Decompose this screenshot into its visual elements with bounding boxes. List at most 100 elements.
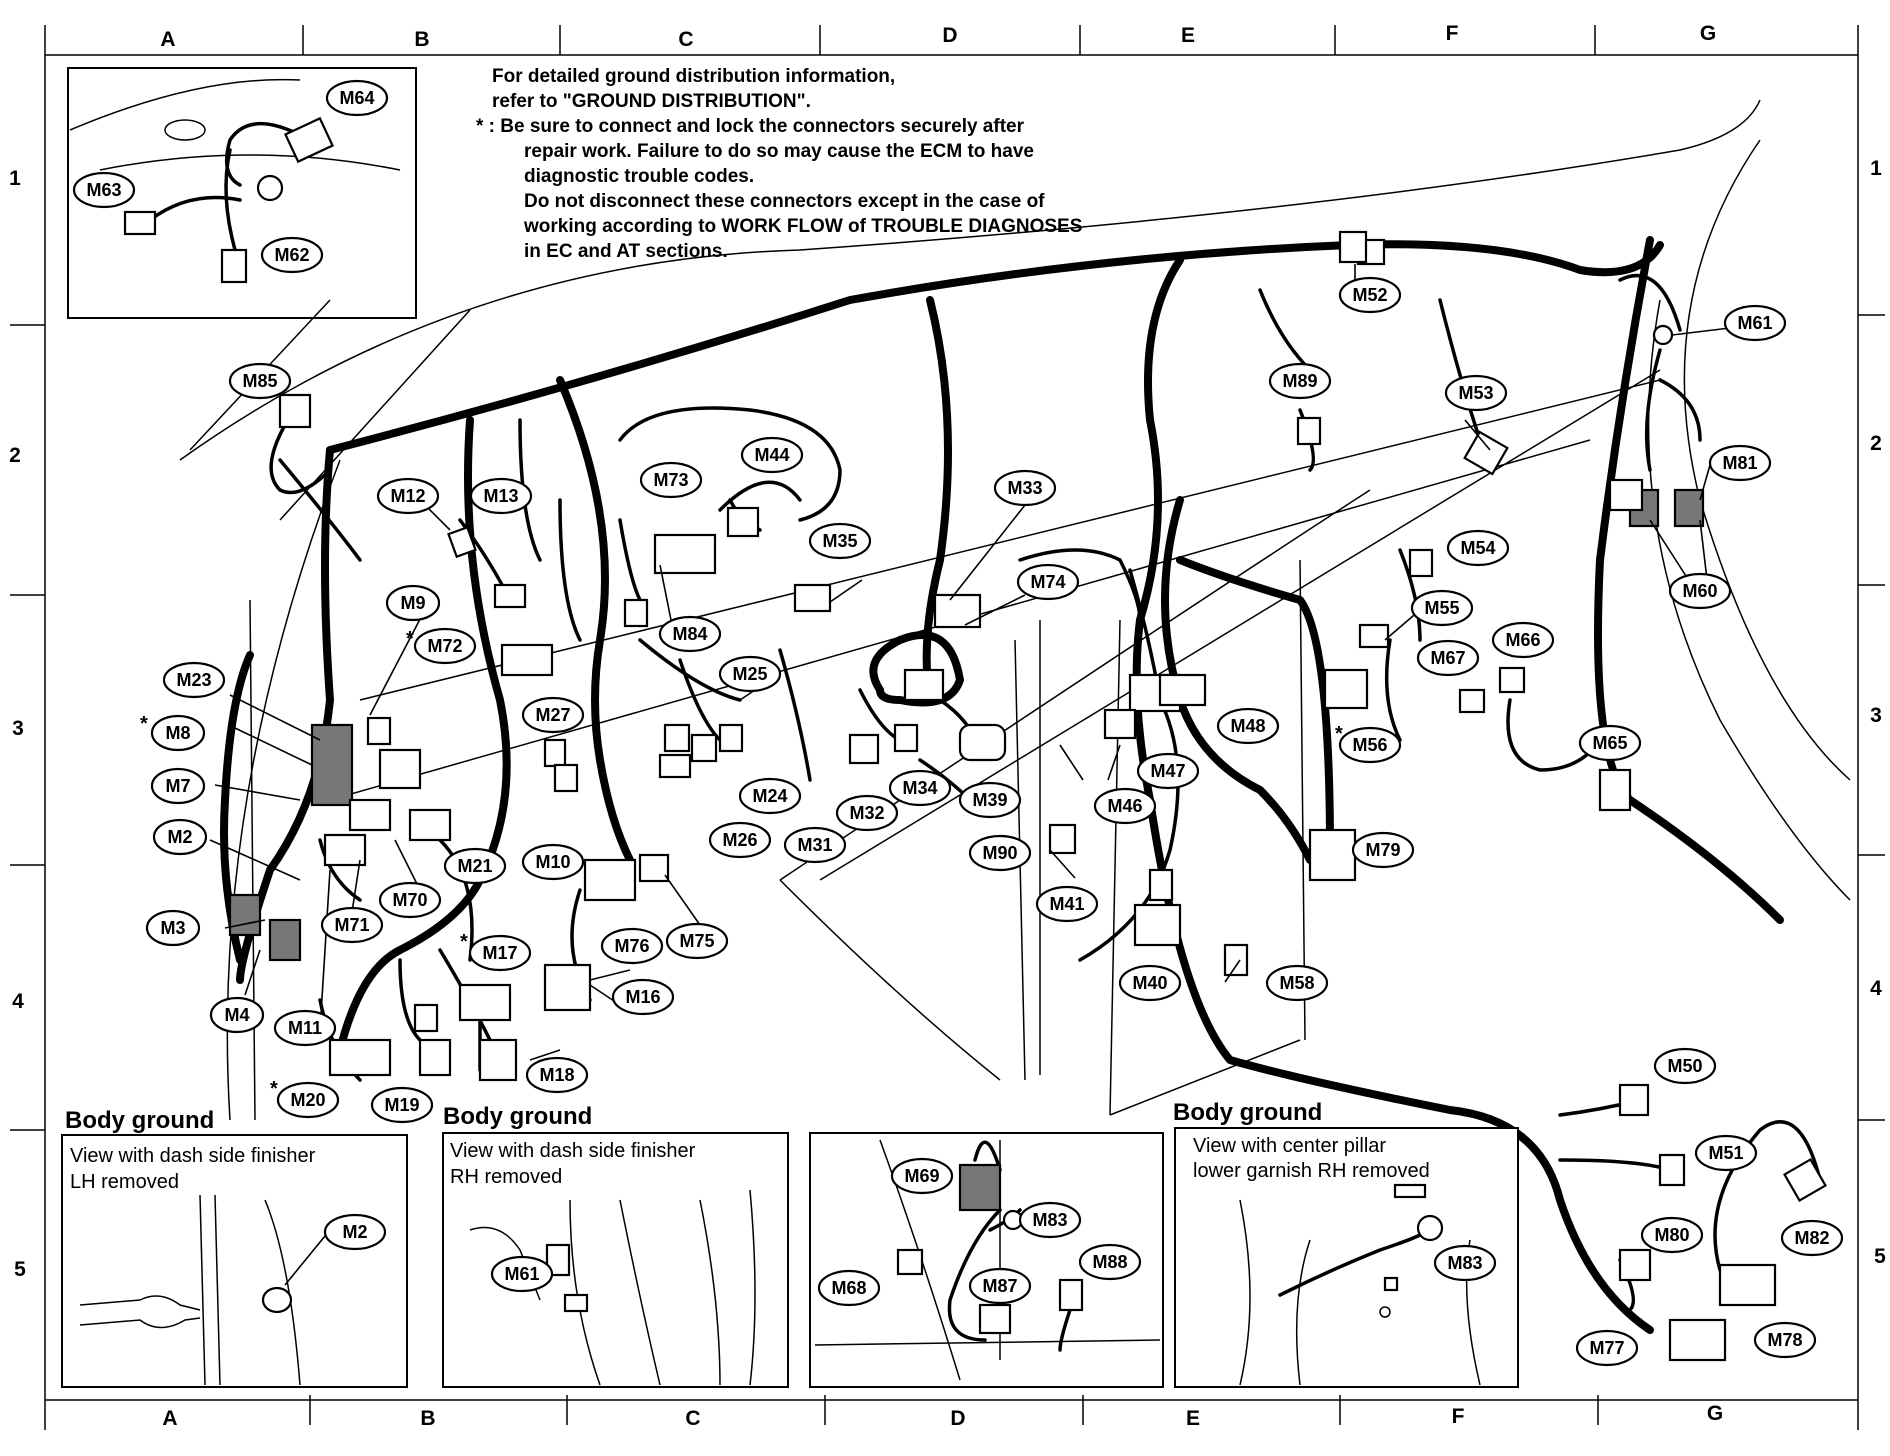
note-line-1: For detailed ground distribution informa… <box>492 66 895 87</box>
svg-text:M77: M77 <box>1589 1338 1624 1358</box>
svg-text:M44: M44 <box>754 445 789 465</box>
label-m21: M21 <box>443 847 507 885</box>
label-m31: M31 <box>783 826 847 864</box>
svg-text:M70: M70 <box>392 890 427 910</box>
svg-text:M54: M54 <box>1460 538 1495 558</box>
label-m51: M51 <box>1694 1134 1758 1172</box>
label-m63: M63 <box>72 171 136 209</box>
label-m52: M52 <box>1338 276 1402 314</box>
asterisk-markers: * * * * * <box>140 628 1343 1100</box>
svg-text:M85: M85 <box>242 371 277 391</box>
svg-text:M60: M60 <box>1682 581 1717 601</box>
label-m4: M4 <box>209 996 265 1034</box>
svg-text:M40: M40 <box>1132 973 1167 993</box>
panel-rh-caption-1: View with dash side finisher <box>450 1140 696 1162</box>
svg-text:M2: M2 <box>167 827 192 847</box>
grid-col-d-bottom: D <box>950 1407 965 1430</box>
svg-text:M80: M80 <box>1654 1225 1689 1245</box>
label-m34: M34 <box>888 769 952 807</box>
label-m27: M27 <box>521 696 585 734</box>
svg-text:M33: M33 <box>1007 478 1042 498</box>
label-m74: M74 <box>1016 563 1080 601</box>
svg-text:M19: M19 <box>384 1095 419 1115</box>
label-m62: M62 <box>260 236 324 274</box>
panel-rh-title: Body ground <box>443 1103 592 1130</box>
panel-center-caption-2: lower garnish RH removed <box>1193 1160 1430 1182</box>
grid-column-labels-top: A B C D E F G <box>160 22 1716 51</box>
panel-lh-label: M2 <box>323 1213 387 1251</box>
note-line-4: repair work. Failure to do so may cause … <box>524 141 1034 162</box>
svg-text:M12: M12 <box>390 486 425 506</box>
svg-text:*: * <box>406 628 414 650</box>
svg-text:M51: M51 <box>1708 1143 1743 1163</box>
svg-text:M10: M10 <box>535 852 570 872</box>
label-m82: M82 <box>1780 1219 1844 1257</box>
svg-text:M65: M65 <box>1592 733 1627 753</box>
panel-center-label: M83 <box>1433 1244 1497 1282</box>
svg-text:M89: M89 <box>1282 371 1317 391</box>
label-m77: M77 <box>1575 1329 1639 1367</box>
grid-col-a: A <box>160 28 175 51</box>
grid-col-e: E <box>1181 24 1195 47</box>
svg-text:M83: M83 <box>1447 1253 1482 1273</box>
label-m9: M9 <box>385 584 441 622</box>
label-m24: M24 <box>738 777 802 815</box>
label-m79: M79 <box>1351 831 1415 869</box>
svg-text:M35: M35 <box>822 531 857 551</box>
label-m12: M12 <box>376 477 440 515</box>
label-m88: M88 <box>1078 1243 1142 1281</box>
svg-text:M76: M76 <box>614 936 649 956</box>
label-m89: M89 <box>1268 362 1332 400</box>
panel-body-ground-center: Body ground View with center pillar lowe… <box>1173 1099 1519 1388</box>
svg-text:M20: M20 <box>290 1090 325 1110</box>
svg-text:M3: M3 <box>160 918 185 938</box>
panel-lh-caption-1: View with dash side finisher <box>70 1145 316 1167</box>
label-m41: M41 <box>1035 885 1099 923</box>
label-m83: M83 <box>1018 1201 1082 1239</box>
label-m81: M81 <box>1708 444 1772 482</box>
label-m54: M54 <box>1446 529 1510 567</box>
connector-bodies <box>228 230 1827 1362</box>
label-m3: M3 <box>145 909 201 947</box>
svg-text:M32: M32 <box>849 803 884 823</box>
svg-text:M72: M72 <box>427 636 462 656</box>
label-m26: M26 <box>708 821 772 859</box>
svg-text:M83: M83 <box>1032 1210 1067 1230</box>
label-m40: M40 <box>1118 964 1182 1002</box>
svg-text:M66: M66 <box>1505 630 1540 650</box>
svg-text:M11: M11 <box>288 1018 322 1038</box>
label-m75: M75 <box>665 922 729 960</box>
grid-row-4-right: 4 <box>1870 977 1882 1000</box>
svg-text:M90: M90 <box>982 843 1017 863</box>
grid-col-b-bottom: B <box>420 1407 435 1430</box>
label-m87: M87 <box>968 1267 1032 1305</box>
svg-text:M46: M46 <box>1107 796 1142 816</box>
grid-row-5-right: 5 <box>1874 1245 1886 1268</box>
panel-detail-d: M69 M83 M88 M87 M68 <box>809 1132 1164 1388</box>
label-m17: M17 <box>468 934 532 972</box>
svg-text:M73: M73 <box>653 470 688 490</box>
svg-text:M34: M34 <box>902 778 937 798</box>
svg-text:M18: M18 <box>539 1065 574 1085</box>
grid-col-g: G <box>1700 22 1716 45</box>
svg-text:M88: M88 <box>1092 1252 1127 1272</box>
svg-text:M24: M24 <box>752 786 787 806</box>
svg-text:*: * <box>140 713 148 735</box>
svg-text:*: * <box>1335 723 1343 745</box>
panel-center-caption-1: View with center pillar <box>1193 1135 1386 1157</box>
label-m20: M20 <box>276 1081 340 1119</box>
svg-text:M68: M68 <box>831 1278 866 1298</box>
svg-text:M23: M23 <box>176 670 211 690</box>
label-m61: M61 <box>1723 304 1787 342</box>
grid-column-labels-bottom: A B C D E F G <box>162 1402 1723 1430</box>
grid-col-g-bottom: G <box>1707 1402 1723 1425</box>
grid-row-labels-right: 1 2 3 4 5 <box>1870 157 1886 1268</box>
label-m18: M18 <box>525 1056 589 1094</box>
label-m11: M11 <box>273 1009 337 1047</box>
svg-text:M25: M25 <box>732 664 767 684</box>
grid-frame <box>10 25 1885 1430</box>
label-m70: M70 <box>378 881 442 919</box>
grid-row-3-right: 3 <box>1870 704 1882 727</box>
svg-text:M26: M26 <box>722 830 757 850</box>
